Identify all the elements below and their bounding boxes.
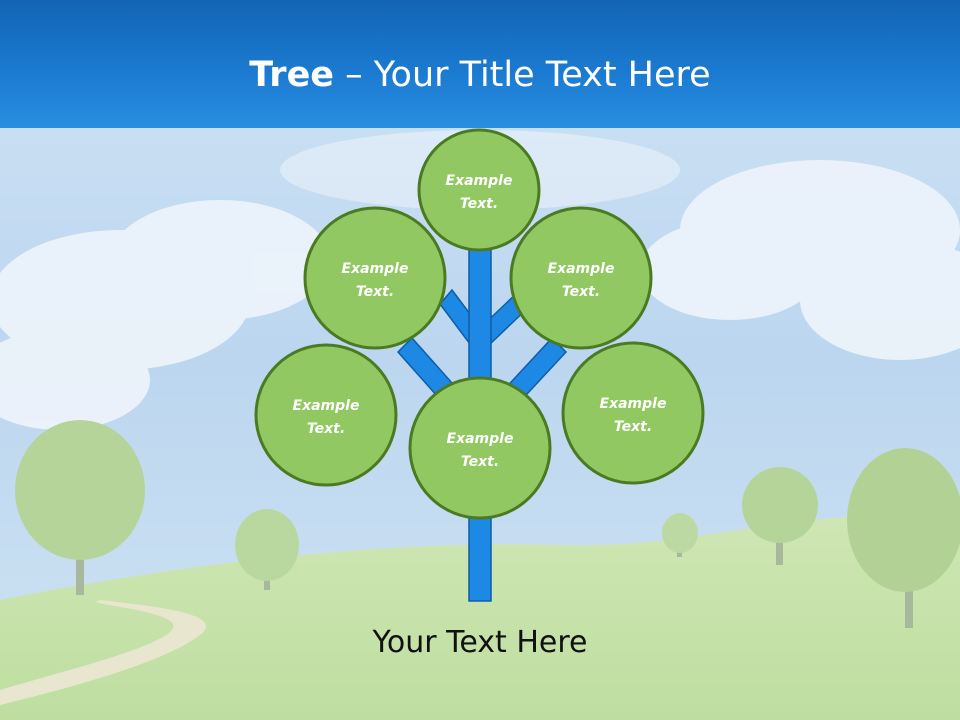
node-top-line1: Example	[446, 173, 513, 189]
title-band	[0, 0, 960, 128]
node-upper-right-line2: Text.	[562, 284, 600, 300]
node-lower-left[interactable]: Example Text.	[254, 343, 398, 487]
node-lower-left-line2: Text.	[307, 421, 345, 437]
tree-left-small	[235, 509, 299, 590]
node-upper-right-line1: Example	[548, 261, 615, 277]
footer-text[interactable]: Your Text Here	[372, 625, 588, 660]
node-upper-left-line2: Text.	[356, 284, 394, 300]
node-lower-right-line2: Text.	[614, 419, 652, 435]
node-top-line2: Text.	[460, 196, 498, 212]
node-lower-left-line1: Example	[293, 398, 360, 414]
node-upper-left[interactable]: Example Text.	[303, 206, 447, 350]
tree-right-medium	[742, 467, 818, 565]
title-bold: Tree	[249, 55, 335, 95]
grass-hills	[0, 515, 960, 720]
node-upper-left-line1: Example	[342, 261, 409, 277]
node-center[interactable]: Example Text.	[408, 376, 552, 520]
clouds	[0, 130, 960, 430]
node-center-line1: Example	[447, 431, 514, 447]
node-lower-right[interactable]: Example Text.	[561, 341, 705, 485]
tree-right	[847, 448, 960, 628]
dirt-path	[0, 600, 207, 705]
tree-right-small	[662, 513, 698, 557]
slide-title[interactable]: Tree – Your Title Text Here	[0, 52, 960, 98]
tree-left	[15, 420, 145, 595]
node-top[interactable]: Example Text.	[417, 128, 541, 252]
node-lower-right-line1: Example	[600, 396, 667, 412]
node-upper-right[interactable]: Example Text.	[509, 206, 653, 350]
title-rest: – Your Title Text Here	[334, 55, 711, 95]
node-center-line2: Text.	[461, 454, 499, 470]
